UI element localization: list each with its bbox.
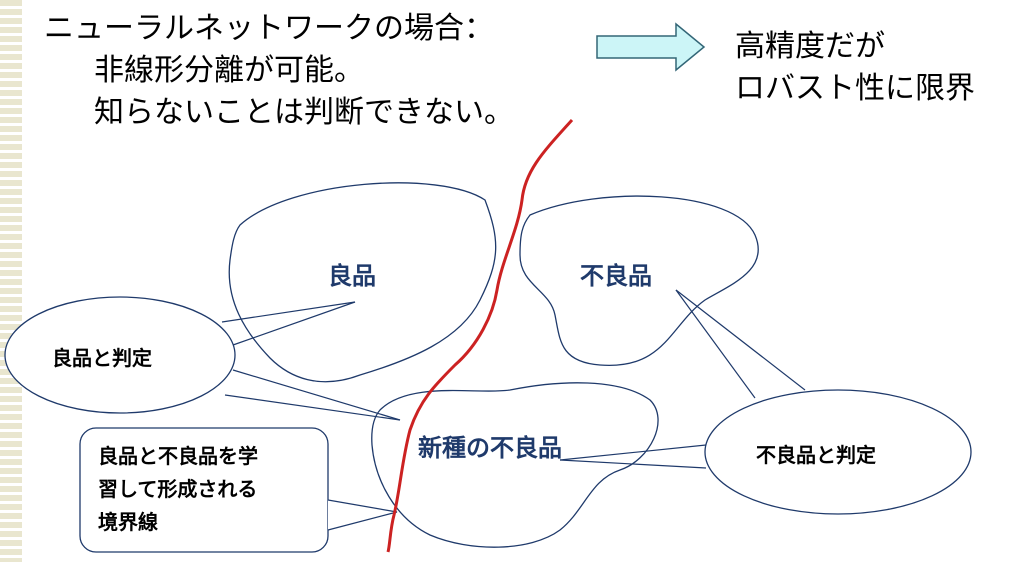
judged-good-pointer-line — [224, 394, 401, 421]
decision-boundary-curve — [386, 118, 574, 553]
boundary-note-line-2: 習して形成される — [98, 477, 258, 501]
boundary-note-shape — [79, 427, 329, 553]
judged-defect-pointer-line — [559, 444, 707, 461]
boundary-note-line-1: 良品と不良品を学 — [98, 444, 258, 468]
conclusion-text: 高精度だが ロバスト性に限界 — [735, 26, 975, 110]
defect-region-label: 不良品 — [580, 262, 652, 290]
judged-defect-pointer-line — [559, 459, 707, 469]
judged-defect-pointer-line — [675, 289, 806, 391]
judged-good-pointer-line — [221, 301, 356, 323]
boundary-note-line-3: 境界線 — [98, 510, 158, 534]
judged-defect-callout-shape — [704, 389, 972, 515]
judged-good-pointer-line — [232, 369, 401, 421]
judged-good-callout-shape — [4, 296, 236, 414]
conclusion-line-2: ロバスト性に限界 — [735, 71, 975, 106]
good-region-outline — [228, 182, 497, 383]
right-arrow-shape — [596, 22, 706, 72]
new-defect-region-label: 新種の不良品 — [418, 434, 562, 462]
conclusion-line-1: 高精度だが — [735, 29, 885, 64]
judged-good-pointer-line — [232, 301, 356, 346]
slide-side-stripe — [0, 0, 22, 562]
boundary-note-pointer — [327, 499, 398, 531]
judged-defect-label: 不良品と判定 — [756, 443, 876, 467]
boundary-note-text: 良品と不良品を学 習して形成される 境界線 — [98, 440, 318, 539]
defect-region-outline — [519, 195, 759, 366]
heading-line-1: ニューラルネットワークの場合： — [44, 11, 494, 46]
slide-heading: ニューラルネットワークの場合： 非線形分離が可能。 知らないことは判断できない。 — [44, 8, 514, 134]
judged-defect-pointer-line — [675, 289, 756, 399]
good-region-label: 良品 — [328, 262, 376, 290]
judged-good-label: 良品と判定 — [52, 346, 152, 370]
new-defect-region-outline — [371, 382, 659, 548]
heading-line-2: 非線形分離が可能。 — [94, 53, 364, 88]
heading-line-3: 知らないことは判断できない。 — [94, 95, 514, 130]
